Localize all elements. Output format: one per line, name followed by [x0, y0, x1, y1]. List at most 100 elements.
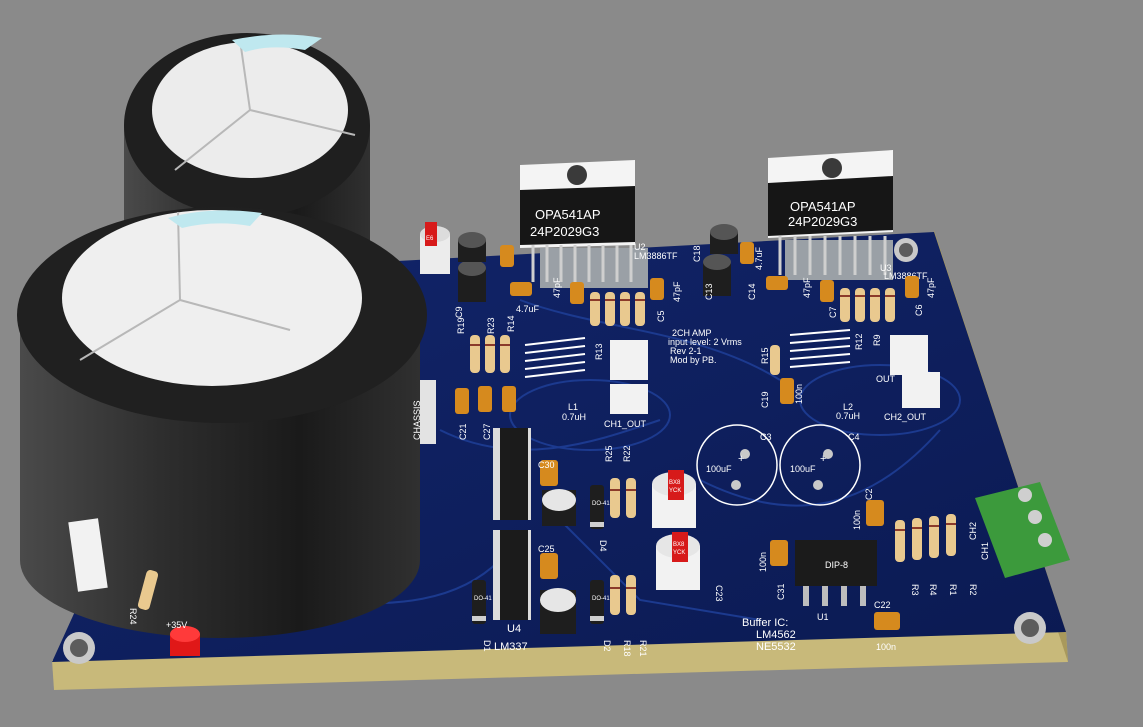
output-terminals	[68, 335, 940, 592]
silk-r14: R14	[506, 315, 516, 332]
silk-buffer-1: Buffer IC:	[742, 617, 788, 629]
inductor-l1	[524, 337, 586, 378]
silk-c2: C2	[864, 488, 874, 500]
silk-d1: D1	[482, 640, 492, 652]
silk-r9: R9	[872, 334, 882, 346]
silk-u3: U3	[880, 263, 892, 273]
diode-mark-d1: DO-41	[474, 596, 492, 602]
cap-footprints	[696, 424, 861, 506]
silk-c31: C31	[776, 583, 786, 600]
board-title-2: input level: 2 Vrms	[668, 337, 742, 347]
silk-c31-value: 100n	[758, 552, 768, 572]
power-led	[170, 626, 200, 656]
silk-c22: C22	[874, 600, 891, 610]
diodes	[472, 485, 604, 624]
silk-r21: R21	[638, 640, 648, 657]
diode-mark-d4: DO-41	[592, 501, 610, 507]
inductor-l2	[789, 329, 851, 368]
diode-mark-d2: DO-41	[592, 596, 610, 602]
u3-marking-2: 24P2029G3	[788, 214, 857, 229]
silk-c9: C9	[454, 306, 464, 318]
silk-c5: C5	[656, 310, 666, 322]
ic-u1: DIP-8	[795, 540, 877, 606]
silk-plus-c3: +	[738, 453, 744, 465]
small-electrolytic-caps: E6	[420, 222, 738, 634]
silk-buffer-3: NE5532	[756, 641, 796, 653]
silk-r3: R3	[910, 584, 920, 596]
pcb-traces	[299, 299, 961, 621]
u2-marking-2: 24P2029G3	[530, 224, 599, 239]
silk-c3: C3	[760, 432, 772, 442]
silkscreen-labels: 2CH AMP input level: 2 Vrms Rev 2-1 Mod …	[128, 245, 990, 656]
silk-r18: R18	[622, 640, 632, 657]
silk-l1: L1	[568, 402, 578, 412]
silk-r19: R19	[456, 317, 466, 334]
u1-package: DIP-8	[825, 560, 848, 570]
mounting-holes	[63, 238, 1046, 664]
board-title-4: Mod by PB.	[670, 355, 717, 365]
board-title-1: 2CH AMP	[672, 328, 712, 338]
svg-text:YCK: YCK	[669, 488, 681, 494]
silk-c21: C21	[458, 423, 468, 440]
pcb-edge	[52, 632, 1068, 690]
silk-u3-part: LM3886TF	[884, 271, 928, 281]
silk-r22: R22	[622, 445, 632, 462]
silk-47pf-c: 47pF	[802, 277, 812, 298]
silk-c19: C19	[760, 391, 770, 408]
silk-d4: D4	[598, 540, 608, 552]
svg-text:YCK: YCK	[673, 550, 685, 556]
silk-47uf-b: 4.7uF	[754, 246, 764, 270]
silk-r12: R12	[854, 333, 864, 350]
silk-u1: U1	[817, 612, 829, 622]
silk-c3-value: 100uF	[706, 464, 732, 474]
silk-out: OUT	[876, 374, 896, 384]
silk-u2-part: LM3886TF	[634, 251, 678, 261]
silk-c18: C18	[692, 245, 702, 262]
silk-c7: C7	[828, 306, 838, 318]
polymer-caps: BX8 YCK BX8 YCK	[652, 470, 700, 590]
silk-ch1: CH1	[980, 542, 990, 560]
silk-c14: C14	[747, 283, 757, 300]
silk-c6: C6	[914, 304, 924, 316]
silk-47pf-a: 47pF	[552, 277, 562, 298]
silk-l2: L2	[843, 402, 853, 412]
silk-ch1-out: CH1_OUT	[604, 419, 647, 429]
silk-u4-part: LM337	[494, 641, 528, 653]
silk-r13: R13	[594, 343, 604, 360]
silk-c4: C4	[848, 432, 860, 442]
silk-47pf-b: 47pF	[672, 281, 682, 302]
silk-u2: U2	[634, 242, 646, 252]
u2-marking-1: OPA541AP	[535, 207, 601, 222]
resistor-bands	[470, 295, 956, 589]
silk-c4-value: 100uF	[790, 464, 816, 474]
silk-c19-value: 100n	[794, 384, 804, 404]
silk-ch2: CH2	[968, 522, 978, 540]
silk-r4: R4	[928, 584, 938, 596]
ic-u2: OPA541AP 24P2029G3	[520, 160, 648, 288]
silk-l2-value: 0.7uH	[836, 411, 860, 421]
silk-c2-value: 100n	[852, 510, 862, 530]
regulators	[420, 380, 531, 620]
u3-marking-1: OPA541AP	[790, 199, 856, 214]
silk-plus-c4: +	[820, 453, 826, 465]
silk-chassis: CHASSIS	[412, 400, 422, 440]
silk-ch2-out: CH2_OUT	[884, 412, 927, 422]
silk-led-label: +35V	[166, 620, 187, 630]
svg-text:BX8: BX8	[669, 480, 681, 486]
silk-r2: R2	[968, 584, 978, 596]
silk-r25: R25	[604, 445, 614, 462]
silk-c27: C27	[482, 423, 492, 440]
board-title-3: Rev 2-1	[670, 346, 702, 356]
silk-c22-value: 100n	[876, 642, 896, 652]
silk-c13: C13	[704, 283, 714, 300]
silk-r24: R24	[128, 608, 138, 625]
ceramic-caps	[455, 242, 919, 630]
silk-c25: C25	[538, 544, 555, 554]
silk-r1: R1	[948, 584, 958, 596]
silk-47pf-d: 47pF	[926, 277, 936, 298]
silk-d2: D2	[602, 640, 612, 652]
silk-c30: C30	[538, 460, 555, 470]
ic-u3: OPA541AP 24P2029G3	[768, 150, 893, 280]
svg-text:BX8: BX8	[673, 542, 685, 548]
